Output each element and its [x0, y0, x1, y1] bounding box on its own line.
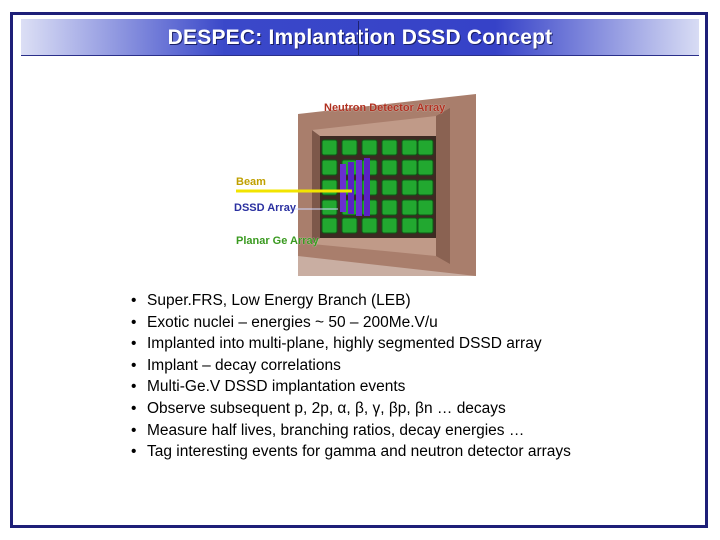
bullet-text: Measure half lives, branching ratios, de… — [147, 421, 525, 439]
ge-cube — [401, 159, 418, 176]
bullet-item: • Measure half lives, branching ratios, d… — [131, 420, 691, 442]
ge-cube — [321, 217, 338, 234]
slide-title: DESPEC: Implantation DSSD Concept — [167, 26, 553, 49]
ge-cube — [381, 217, 398, 234]
dssd-plane — [348, 162, 354, 214]
ge-cube — [361, 217, 378, 234]
ge-cube — [417, 179, 434, 196]
bullet-text: Observe subsequent p, 2p, α, β, γ, βp, β… — [147, 399, 506, 417]
neutron-array-label: Neutron Detector Array — [324, 102, 446, 114]
bullet-item: • Implanted into multi-plane, highly segm… — [131, 333, 691, 355]
ge-cube — [401, 179, 418, 196]
frame-right-wall — [436, 108, 450, 264]
ge-cube — [321, 159, 338, 176]
bullet-item: • Observe subsequent p, 2p, α, β, γ, βp, … — [131, 398, 691, 420]
bullet-list: • Super.FRS, Low Energy Branch (LEB) • Exot… — [131, 290, 691, 463]
bullet-marker: • — [131, 335, 137, 353]
ge-cube — [417, 139, 434, 156]
beam-label: Beam — [236, 176, 266, 188]
ge-cube — [341, 217, 358, 234]
bullet-item: • Implant – decay correlations — [131, 355, 691, 377]
bullet-text: Exotic nuclei – energies ~ 50 – 200Me.V/… — [147, 313, 438, 331]
ge-cube — [381, 199, 398, 216]
bullet-marker: • — [131, 378, 137, 396]
ge-cube — [321, 139, 338, 156]
title-divider — [358, 21, 359, 55]
bullet-text: Super.FRS, Low Energy Branch (LEB) — [147, 292, 411, 309]
ge-cube — [381, 159, 398, 176]
dssd-array-label: DSSD Array — [234, 202, 296, 214]
ge-cube — [417, 217, 434, 234]
ge-cube — [381, 139, 398, 156]
bullet-text: Implant – decay correlations — [147, 356, 341, 374]
bullet-item: • Tag interesting events for gamma and ne… — [131, 441, 691, 463]
bullet-marker: • — [131, 356, 137, 374]
bullet-item: • Exotic nuclei – energies ~ 50 – 200Me.V… — [131, 312, 691, 334]
bullet-marker: • — [131, 399, 137, 417]
ge-cube — [321, 199, 338, 216]
dssd-plane — [356, 160, 362, 216]
frame-left-wall — [312, 130, 320, 244]
detector-diagram-svg — [236, 94, 476, 276]
dssd-plane — [340, 164, 346, 212]
bullet-marker: • — [131, 292, 137, 309]
bullet-marker: • — [131, 313, 137, 331]
bullet-text: Tag interesting events for gamma and neu… — [147, 443, 571, 461]
detector-diagram: Neutron Detector Array Beam DSSD Array P… — [228, 94, 476, 276]
bullet-marker: • — [131, 421, 137, 439]
ge-cube — [341, 139, 358, 156]
dssd-planes — [340, 158, 370, 216]
bullet-text: Implanted into multi-plane, highly segme… — [147, 335, 542, 353]
ge-cube — [401, 217, 418, 234]
planar-ge-label: Planar Ge Array — [236, 235, 319, 247]
bullet-item: • Super.FRS, Low Energy Branch (LEB) — [131, 290, 691, 312]
ge-cube — [361, 139, 378, 156]
ge-cube — [401, 139, 418, 156]
ge-cube — [417, 199, 434, 216]
bullet-text: Multi-Ge.V DSSD implantation events — [147, 378, 406, 396]
bullet-marker: • — [131, 443, 137, 461]
title-bar: DESPEC: Implantation DSSD Concept — [21, 19, 699, 56]
bullet-item: • Multi-Ge.V DSSD implantation events — [131, 376, 691, 398]
ge-cube — [417, 159, 434, 176]
ge-cube — [381, 179, 398, 196]
dssd-plane — [364, 158, 370, 216]
ge-cube — [401, 199, 418, 216]
ge-cube — [321, 179, 338, 196]
